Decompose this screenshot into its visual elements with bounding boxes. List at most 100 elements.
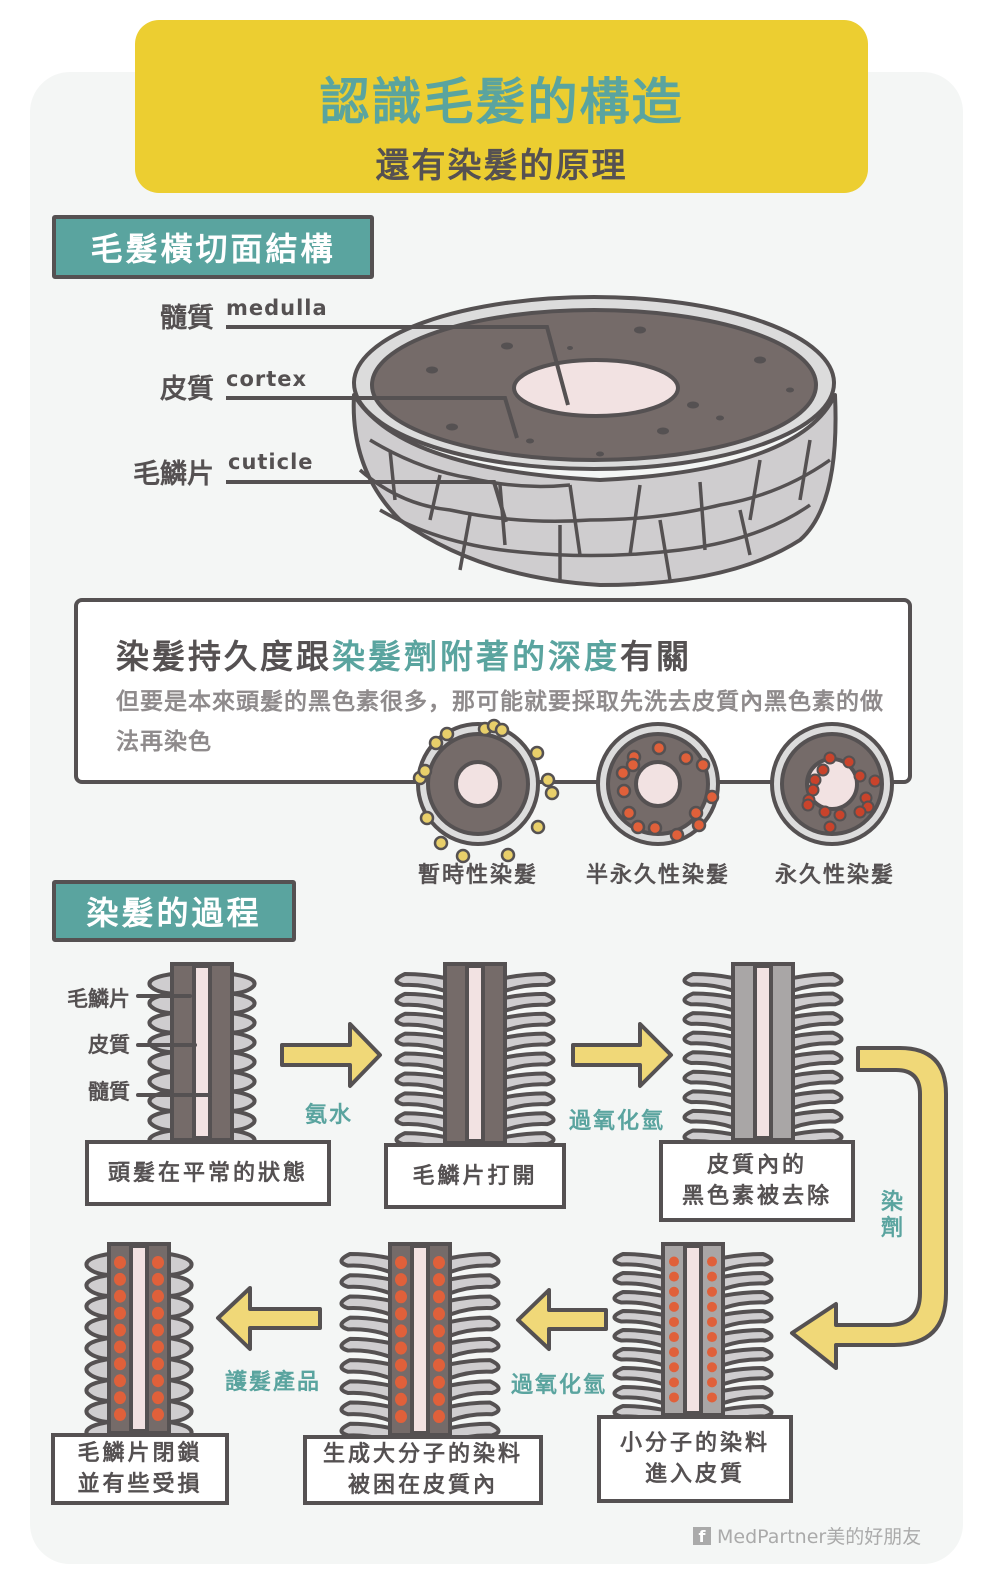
cuticle-scale	[394, 1071, 447, 1093]
dye-particle	[114, 1306, 126, 1320]
dye-particle	[669, 1347, 679, 1358]
dye-particle	[152, 1391, 164, 1405]
dye-particle	[114, 1340, 126, 1354]
cuticle-scale	[612, 1385, 665, 1406]
dye-particle	[114, 1408, 126, 1422]
dye-particle	[707, 1316, 717, 1327]
dye-particle	[669, 1362, 679, 1373]
cuticle-scale	[503, 1031, 556, 1053]
cuticle-scale	[791, 1011, 844, 1032]
strand-melanin-removed	[682, 962, 844, 1150]
cuticle-scale	[791, 1050, 844, 1071]
medulla	[683, 1244, 703, 1415]
dye-particle	[669, 1392, 679, 1403]
dye-particle	[669, 1271, 679, 1282]
cuticle-scale	[682, 1069, 735, 1091]
permanent-dye-particles	[801, 751, 882, 834]
dye-particle	[152, 1323, 164, 1337]
cuticle-scale	[791, 972, 844, 993]
dye-particle	[707, 1332, 717, 1343]
medulla	[129, 1244, 149, 1433]
arrow-label-dye: 染 劑	[881, 1190, 906, 1241]
cuticle-scale	[503, 972, 556, 993]
dye-particle	[395, 1341, 407, 1355]
cuticle-scale	[339, 1400, 392, 1423]
dye-particle	[114, 1357, 126, 1371]
callout-heading-pre: 染髮持久度跟	[116, 637, 332, 676]
cuticle-scale	[612, 1347, 665, 1368]
facebook-icon: f	[693, 1526, 711, 1546]
arrow-label-hydrogen-peroxide-2: 過氧化氫	[511, 1373, 608, 1398]
hair-disc	[351, 295, 838, 587]
melanin-dots	[426, 326, 794, 457]
section-heading-cross-section: 毛髮橫切面結構	[52, 215, 374, 279]
dye-particle	[433, 1375, 445, 1389]
strand-small-dye	[612, 1242, 774, 1425]
step-box-1: 頭髮在平常的狀態	[85, 1140, 331, 1206]
cuticle-scale	[339, 1336, 392, 1359]
cuticle-scale	[503, 1091, 556, 1113]
section-heading-process: 染髮的過程	[52, 880, 296, 942]
dye-particle	[152, 1340, 164, 1354]
hair-cross-section-diagram	[226, 295, 838, 587]
cuticle-scale	[394, 1091, 447, 1113]
arrow-label-ammonia: 氨水	[305, 1103, 354, 1128]
leader-cortex	[226, 396, 519, 439]
label-semi-permanent-dye: 半永久性染髮	[585, 863, 730, 888]
cuticle-scale	[682, 972, 735, 993]
medulla	[410, 1244, 430, 1435]
cuticle-scale	[448, 1358, 501, 1381]
dye-particle	[707, 1362, 717, 1373]
medulla	[465, 964, 485, 1143]
leader-lines	[226, 325, 570, 523]
callout-heading-post: 有關	[620, 637, 692, 676]
footer-credit: f MedPartner美的好朋友	[693, 1522, 921, 1549]
page-subtitle: 還有染髮的原理	[375, 146, 628, 186]
cuticle-scale	[503, 1051, 556, 1073]
dye-particle	[707, 1301, 717, 1312]
dye-particle	[433, 1307, 445, 1321]
cuticle-scale	[394, 991, 447, 1013]
medulla	[753, 964, 773, 1140]
cuticle-scale	[503, 1071, 556, 1093]
temporary-dye-circle	[412, 718, 560, 864]
dye-type-circles	[412, 718, 894, 864]
dye-particle	[395, 1358, 407, 1372]
step-box-4: 小分子的染料 進入皮質	[597, 1415, 793, 1503]
cuticle-side-wall	[351, 393, 838, 587]
label-medulla-en: medulla	[226, 296, 328, 320]
dye-particle	[152, 1256, 164, 1269]
dye-particle	[114, 1256, 126, 1269]
dye-particle	[395, 1290, 407, 1304]
arrow-label-hair-care: 護髮產品	[225, 1370, 322, 1395]
step-box-5: 生成大分子的染料 被困在皮質內	[303, 1435, 543, 1505]
arrow-label-hydrogen-peroxide-1: 過氧化氫	[569, 1109, 666, 1134]
callout-heading: 染髮持久度跟染髮劑附著的深度有關	[116, 630, 692, 678]
dye-particle	[707, 1286, 717, 1297]
cuticle-scale	[503, 1011, 556, 1033]
cuticle-scale	[612, 1366, 665, 1387]
arrow-right-1	[280, 1022, 382, 1088]
label-medulla-zh: 髓質	[160, 303, 214, 334]
dye-particle	[433, 1290, 445, 1304]
cuticle-scale	[682, 1108, 735, 1130]
side-label-cortex: 皮質	[88, 1033, 130, 1057]
label-permanent-dye: 永久性染髮	[774, 863, 895, 888]
cuticle-scale	[394, 1111, 447, 1133]
label-cortex-zh: 皮質	[160, 374, 214, 405]
dye-particle	[395, 1256, 407, 1270]
cuticle-scale	[721, 1366, 774, 1387]
dye-particle	[114, 1323, 126, 1337]
dye-particle	[152, 1357, 164, 1371]
dye-particle	[433, 1392, 445, 1406]
semi-permanent-dye-circle	[596, 722, 720, 846]
cuticle-scale	[682, 1030, 735, 1052]
cuticle-scale	[503, 991, 556, 1013]
cuticle-scale	[721, 1252, 774, 1273]
dye-particle	[395, 1409, 407, 1423]
title-banner: 認識毛髮的構造 還有染髮的原理	[135, 20, 868, 193]
cuticle-scale	[394, 972, 447, 993]
dye-particle	[669, 1316, 679, 1327]
